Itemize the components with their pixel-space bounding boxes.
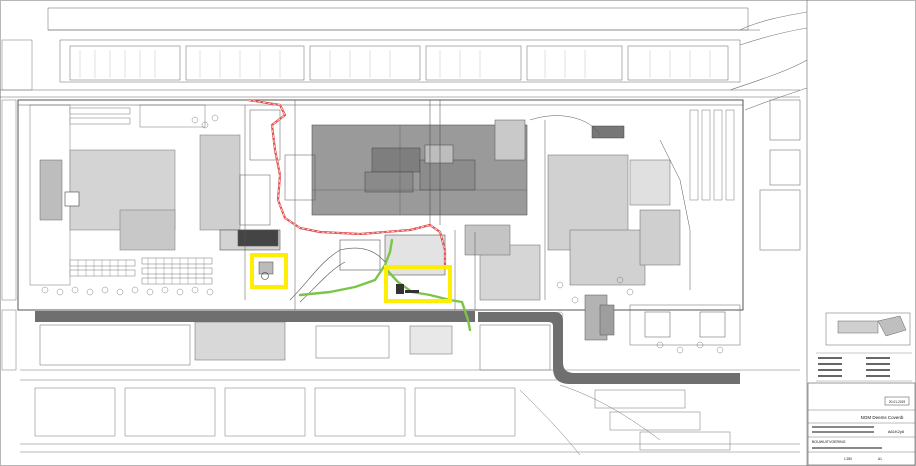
legend-table [816, 352, 912, 382]
key-plan-inset [825, 312, 911, 346]
drawing-code: A61K2y6 [888, 429, 905, 434]
section-label: BOUWUITVOERING [812, 440, 846, 444]
south-residential-block [20, 369, 800, 456]
tree-symbols [41, 114, 724, 354]
highlight-box-central [384, 265, 452, 303]
south-road-band [35, 311, 740, 384]
green-route [298, 238, 472, 332]
central-main-building [311, 119, 528, 216]
revision-stamp-text: 20-01-2019 [889, 400, 906, 404]
title-block: 20-01-2019 NGM Deems Covenb A61K2y6 BOUW… [807, 382, 916, 466]
north-residential-block [0, 7, 800, 98]
internal-roads [18, 100, 743, 310]
scale-label: 1:250 [844, 457, 852, 461]
east-building-complex [464, 125, 681, 301]
west-residential-block [1, 39, 33, 371]
parking-rows-east [689, 109, 735, 201]
parking-rows-west [69, 107, 213, 285]
parking-ticks-west [77, 258, 205, 284]
main-site-boundary [17, 99, 744, 311]
project-title: NGM Deems Covenb [861, 415, 904, 420]
highlight-box-west [250, 253, 288, 289]
sheet-label: A1 [878, 457, 882, 461]
grid-lines [429, 100, 441, 225]
red-route-inner [247, 99, 446, 268]
northeast-curved-road [729, 11, 808, 251]
north-block-hatching [79, 50, 711, 78]
west-service-strip [239, 109, 316, 226]
southeast-block [584, 294, 741, 346]
west-building-complex [29, 104, 241, 286]
south-building-row [39, 321, 551, 371]
revision-stamp-box [884, 396, 910, 406]
